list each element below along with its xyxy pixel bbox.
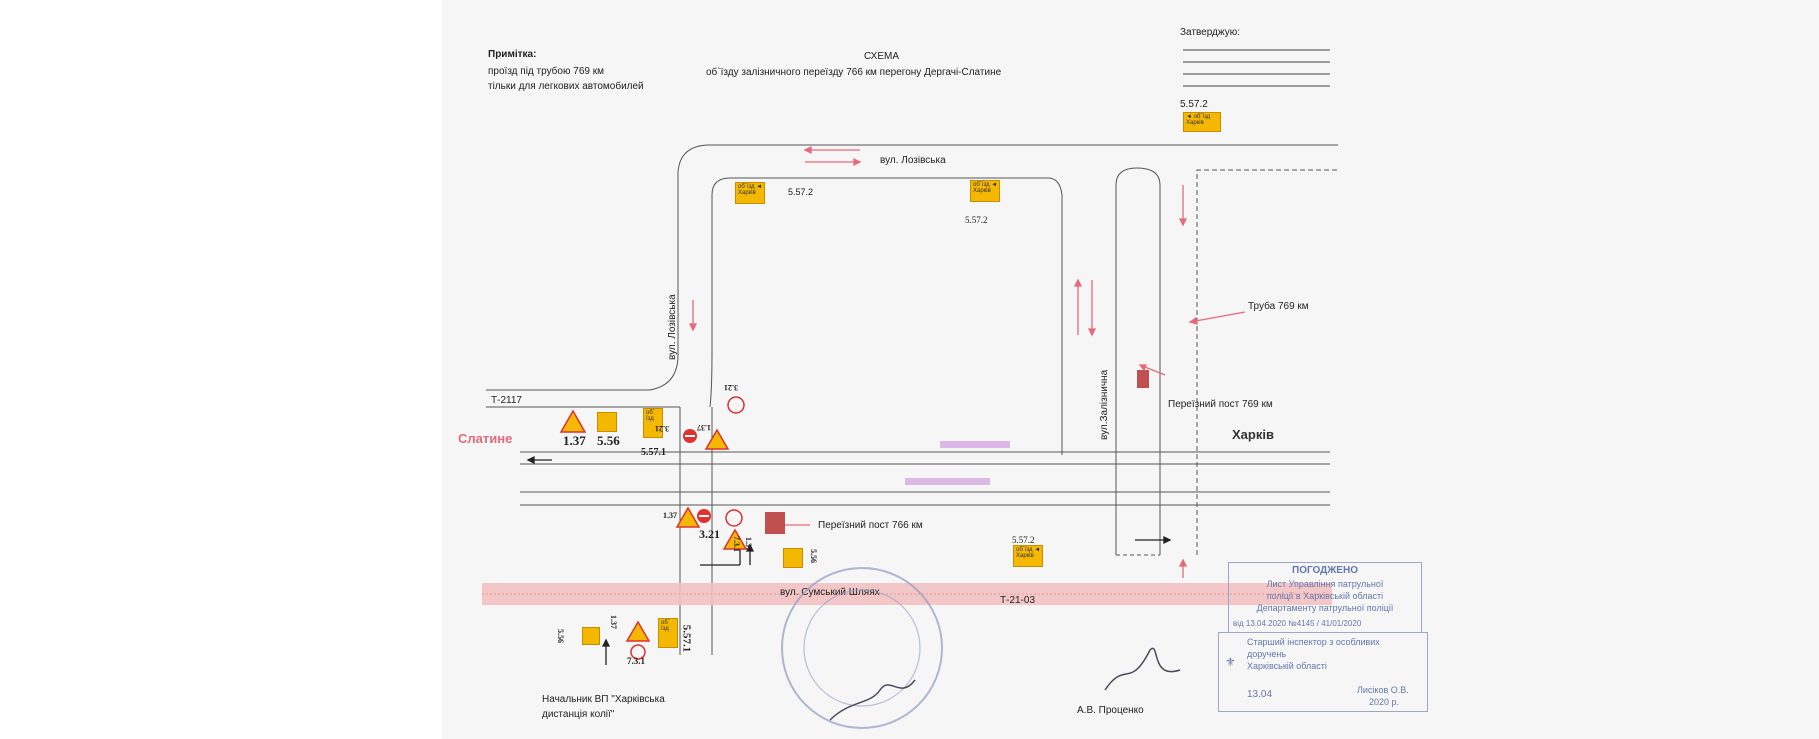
inspector-date: 13.04 <box>1247 689 1273 700</box>
inspector-line-3: Харківській області <box>1247 661 1327 671</box>
detour-sign-2: об`їзд ◄Харків <box>970 180 1000 202</box>
approve-label: Затверджую: <box>1180 27 1240 38</box>
note-line-1: проїзд під трубою 769 км <box>488 66 604 77</box>
agreement-line-2: поліції в Харківській області <box>1266 591 1384 601</box>
road-zaliznychna <box>1115 167 1340 556</box>
code-556-left: 5.56 <box>556 629 565 643</box>
post-766-label: Переїзний пост 766 км <box>818 520 923 531</box>
inspector-stamp: Старший інспектор з особливих доручень Х… <box>1218 632 1428 712</box>
traffic-arrows <box>688 145 1246 578</box>
detour-sign-6: об`їзд <box>658 618 678 648</box>
code-137: 1.37 <box>563 433 586 448</box>
code-137-b: 1.37 <box>663 511 677 520</box>
place-kharkiv: Харків <box>1232 427 1274 442</box>
detour-sign-1: об`їзд ◄Харків <box>735 182 765 204</box>
post-769-label: Переїзний пост 769 км <box>1168 399 1273 410</box>
approval-lines <box>1183 49 1330 87</box>
code-321-rot: 3.21 <box>724 383 738 392</box>
inspector-line-1: Старший інспектор з особливих <box>1247 637 1380 647</box>
street-lozivska-horizontal: вул. Лозівська <box>880 155 946 166</box>
trident-emblem-icon: ⚜ <box>1225 655 1236 669</box>
street-sumskyi: вул. Сумський Шляях <box>780 587 880 598</box>
chief-line-1: Начальник ВП "Харківська <box>542 694 665 705</box>
agreement-line-3: Департаменту патрульної поліції <box>1256 603 1394 613</box>
square-sign-2 <box>783 548 803 568</box>
agreement-title: ПОГОДЖЕНО <box>1292 565 1358 576</box>
code-5572-a: 5.57.2 <box>788 187 814 197</box>
code-137-rot2: 1.37 <box>744 537 753 551</box>
scheme-subtitle: об`їзду залізничного переїзду 766 км пер… <box>706 67 1002 78</box>
code-731: 7.3.1 <box>627 656 645 666</box>
code-5571-b: 5.57.1 <box>680 624 693 653</box>
code-556-rot: 5.56 <box>809 549 818 563</box>
detour-sign-4: об`їзд <box>643 408 663 438</box>
prohibition-signs <box>630 396 745 660</box>
code-137-rot: 1.37 <box>697 423 711 432</box>
detour-sign-5: об`їзд ◄Харків <box>1013 545 1043 567</box>
note-title: Примітка: <box>488 49 537 60</box>
warning-triangles <box>559 409 748 642</box>
inspector-name: Лисіков О.В. <box>1357 685 1409 695</box>
code-5571: 5.57.1 <box>641 447 666 458</box>
road-t2117-label: Т-2117 <box>491 395 522 406</box>
crossing-posts <box>765 370 1149 534</box>
street-lozivska-vertical: вул. Лозівська <box>667 294 678 360</box>
code-321-rot2: 3.21 <box>655 424 669 433</box>
scheme-title: СХЕМА <box>864 51 899 62</box>
railway-lines <box>520 451 1330 506</box>
code-556: 5.56 <box>597 433 620 448</box>
code-5572-b: 5.57.2 <box>965 215 988 225</box>
pipe-label: Труба 769 км <box>1248 301 1309 312</box>
inspector-line-2: доручень <box>1247 649 1287 659</box>
code-5572-d: 5.57.2 <box>1012 535 1035 545</box>
square-sign-3 <box>582 627 600 645</box>
black-arrows <box>526 455 1172 665</box>
street-zaliznychna: вул.Залізнична <box>1099 369 1110 440</box>
scheme-page <box>442 0 1819 739</box>
code-137-left: 1.37 <box>609 615 618 629</box>
square-sign-1 <box>597 412 617 432</box>
agreement-ref: від 13.04.2020 №4145 / 41/01/2020 <box>1233 619 1362 628</box>
chief-line-2: дистанція колії" <box>542 709 615 720</box>
code-321: 3.21 <box>699 527 720 541</box>
inspector-year: 2020 р. <box>1369 697 1400 707</box>
code-731-rot: 7.3.1 <box>732 536 741 552</box>
signer-name: А.В. Проценко <box>1077 705 1144 716</box>
road-t2103-label: Т-21-03 <box>1000 595 1036 606</box>
note-line-2: тільки для легкових автомобилей <box>488 81 644 92</box>
place-slatyne: Слатине <box>458 431 513 446</box>
code-5572-c: 5.57.2 <box>1180 99 1208 110</box>
agreement-line-1: Лист Управління патрульної <box>1266 579 1384 589</box>
